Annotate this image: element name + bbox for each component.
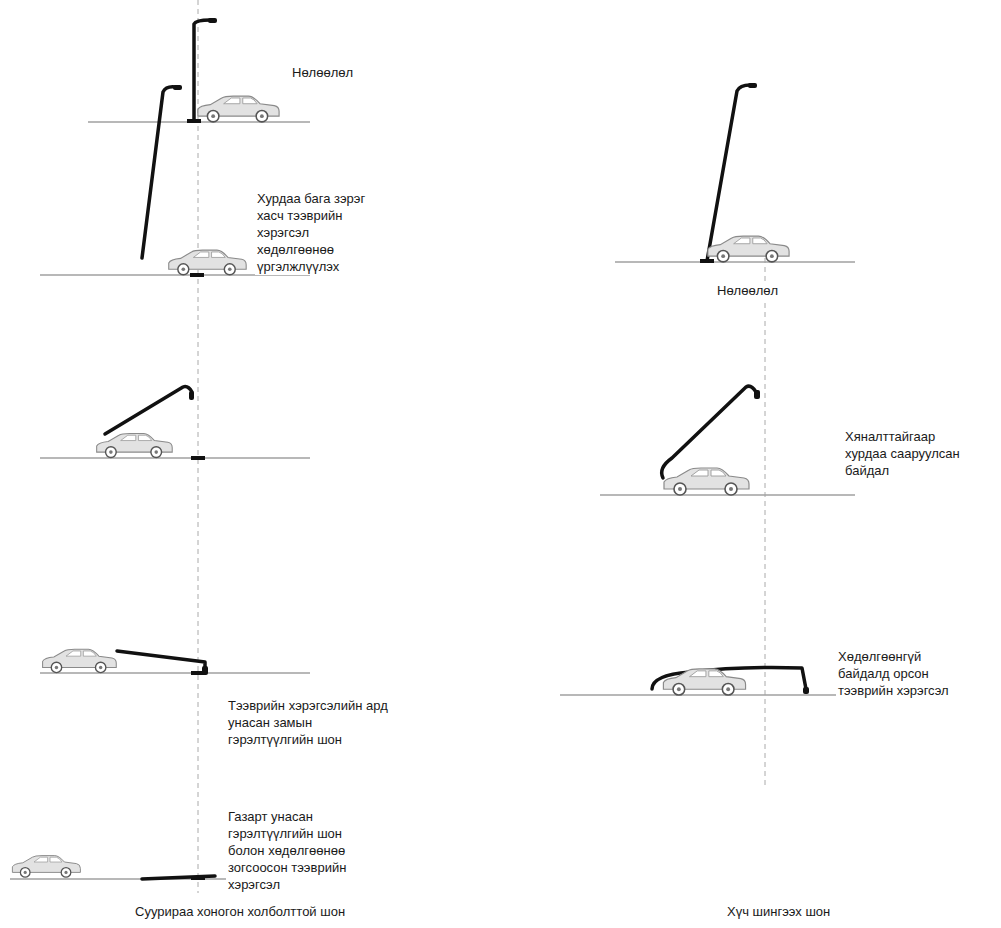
light-pole <box>105 20 806 879</box>
car <box>12 96 789 877</box>
stage-label: Хурдаа бага зэрэг хасч тээврийн хэрэгсэл… <box>255 190 381 275</box>
ground-line <box>10 122 880 879</box>
center-line <box>198 0 765 893</box>
caption-label: Суурираа хоногон холболттой шон <box>133 903 347 920</box>
stage-label: Нөлөөлөл <box>715 282 780 299</box>
caption-label: Хүч шингээх шон <box>725 903 832 920</box>
lamp-head <box>173 18 809 694</box>
stage-label: Тээврийн хэрэгсэлийн ард унасан замын гэ… <box>226 697 402 748</box>
stage-label: Хяналттайгаар хурдаа сааруулсан байдал <box>843 428 975 479</box>
stage-label: Газарт унасан гэрэлтүүлгийн шон болон хө… <box>226 808 362 893</box>
stage-label: Хөдөлгөөнгүй байдалд орсон тээврийн хэрэ… <box>836 648 970 699</box>
stage-label: Нөлөөлөл <box>290 64 355 81</box>
pole-base <box>187 119 714 880</box>
